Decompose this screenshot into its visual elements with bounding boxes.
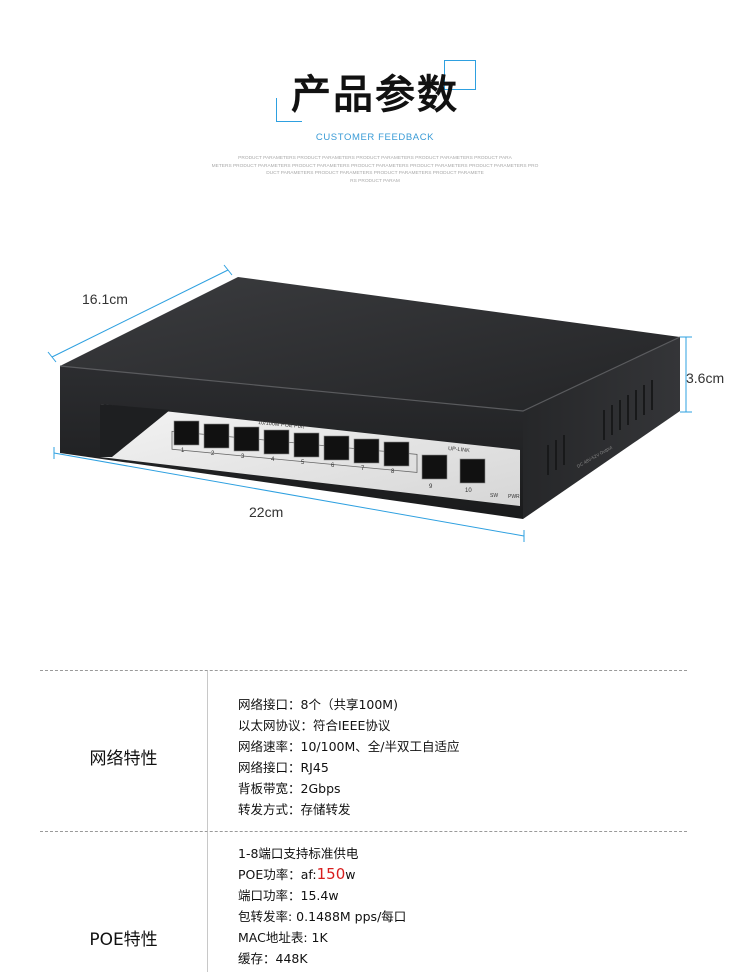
filler-line: RS PRODUCT PARAM <box>350 178 400 184</box>
filler-line: METERS PRODUCT PARAMETERS PRODUCT PARAME… <box>211 163 539 169</box>
spec-item: 包转发率: 0.1488M pps/每口 <box>238 909 407 924</box>
uplink-ports <box>421 454 486 484</box>
spec-item: 端口功率：15.4w <box>238 888 339 903</box>
spec-item-poe-power: POE功率：af:150w <box>238 864 406 885</box>
section-items-network: 网络接口：8个（共享100M) 以太网协议：符合IEEE协议 网络速率：10/1… <box>238 694 459 820</box>
product-image-section: DC 48V-52V Output 10/100M POE Port UP-LI… <box>0 250 750 550</box>
decorative-square-top-right <box>444 60 476 90</box>
dimension-lines <box>47 264 692 542</box>
poe-power-unit: w <box>345 867 356 882</box>
specs-table: 网络特性 网络接口：8个（共享100M) 以太网协议：符合IEEE协议 网络速率… <box>40 670 687 972</box>
sw-label: SW <box>490 493 498 499</box>
section-label-network: 网络特性 <box>89 749 158 769</box>
spec-item: 网络接口：RJ45 <box>238 760 329 775</box>
port-number: 1 <box>181 448 185 454</box>
spec-item-label: POE功率：af: <box>238 867 317 882</box>
page-header: 产品参数 CUSTOMER FEEDBACK PRODUCT PARAMETER… <box>0 0 750 200</box>
port-number: 4 <box>271 457 275 463</box>
uplink-label: UP-LINK <box>448 446 470 454</box>
spec-item: 背板带宽：2Gbps <box>238 781 341 796</box>
port-number: 7 <box>361 466 365 472</box>
dimension-height-label: 3.6cm <box>686 370 725 386</box>
section-label-poe: POE特性 <box>89 930 158 950</box>
poe-power-value: 150 <box>316 865 346 883</box>
dimension-depth-label: 16.1cm <box>82 291 128 307</box>
filler-line: DUCT PARAMETERS PRODUCT PARAMETERS PRODU… <box>266 171 484 176</box>
switch-illustration: DC 48V-52V Output 10/100M POE Port UP-LI… <box>47 264 692 542</box>
spec-item: 网络接口：8个（共享100M) <box>238 697 398 712</box>
column-divider <box>207 832 208 972</box>
port-number: 2 <box>211 451 215 457</box>
table-divider <box>40 670 687 671</box>
dimension-width-label: 22cm <box>249 504 284 520</box>
port-number: 10 <box>465 488 472 494</box>
page-title: 产品参数 <box>291 72 459 118</box>
spec-item: 缓存：448K <box>238 951 308 966</box>
pwr-label: PWR <box>508 494 520 500</box>
device-side-face <box>523 337 680 519</box>
spec-item: MAC地址表: 1K <box>238 930 328 945</box>
spec-item: 1-8端口支持标准供电 <box>238 846 359 861</box>
table-divider <box>40 831 687 832</box>
device-top-face <box>60 277 680 411</box>
poe-group-label: 10/100M POE Port <box>258 420 305 430</box>
section-items-poe: 1-8端口支持标准供电 POE功率：af:150w 端口功率：15.4w 包转发… <box>238 843 406 969</box>
spec-item: 转发方式：存储转发 <box>238 802 351 817</box>
port-number: 5 <box>301 460 305 466</box>
decorative-corner-bottom-left <box>276 98 302 122</box>
side-vents <box>547 380 653 475</box>
spec-item: 网络速率：10/100M、全/半双工自适应 <box>238 739 460 754</box>
page-subtitle: CUSTOMER FEEDBACK <box>315 132 435 143</box>
column-divider <box>207 671 208 831</box>
port-number: 3 <box>241 454 245 460</box>
port-number: 6 <box>331 463 335 469</box>
spec-item: 以太网协议：符合IEEE协议 <box>238 718 391 733</box>
poe-ports <box>173 420 410 467</box>
filler-line: PRODUCT PARAMETERS PRODUCT PARAMETERS PR… <box>238 156 512 161</box>
decorative-filler-text: PRODUCT PARAMETERS PRODUCT PARAMETERS PR… <box>185 155 565 185</box>
port-number: 8 <box>391 469 395 475</box>
port-number: 9 <box>429 484 433 490</box>
